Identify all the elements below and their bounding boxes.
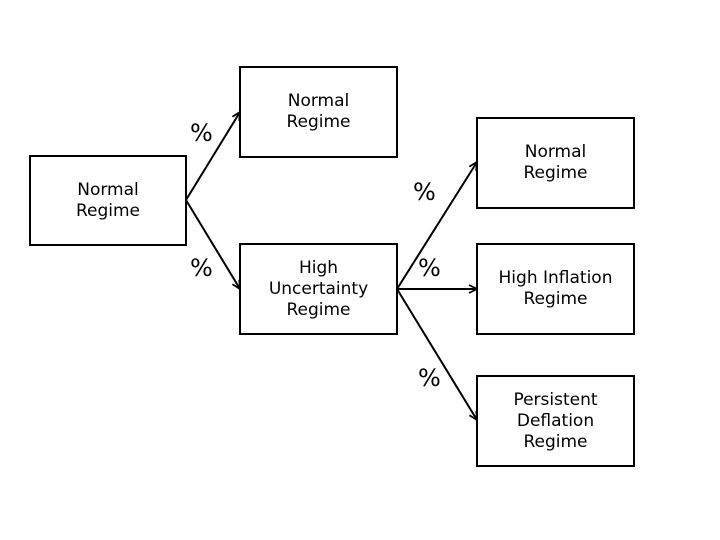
edge-root-to-mid-high-uncertainty: [185, 199, 240, 289]
node-mid-high-uncertainty-regime: High Uncertainty Regime: [239, 243, 398, 335]
node-mid-normal-regime: Normal Regime: [239, 66, 398, 158]
edge-label-uncertainty-to-leaf-persistent-deflation: %: [418, 364, 441, 392]
edge-label-root-to-mid-high-uncertainty: %: [190, 254, 213, 282]
node-root-normal-regime: Normal Regime: [29, 155, 187, 246]
edge-root-to-mid-normal: [185, 112, 240, 201]
node-leaf-high-inflation-regime: High Inflation Regime: [476, 243, 635, 335]
node-leaf-persistent-deflation-regime: Persistent Deflation Regime: [476, 375, 635, 467]
edge-uncertainty-to-leaf-normal: [396, 162, 477, 290]
edge-label-uncertainty-to-leaf-normal: %: [413, 178, 436, 206]
edge-label-root-to-mid-normal: %: [190, 119, 213, 147]
edge-label-uncertainty-to-leaf-high-inflation: %: [418, 254, 441, 282]
edge-uncertainty-to-leaf-persistent-deflation: [396, 288, 477, 420]
node-leaf-normal-regime: Normal Regime: [476, 117, 635, 209]
